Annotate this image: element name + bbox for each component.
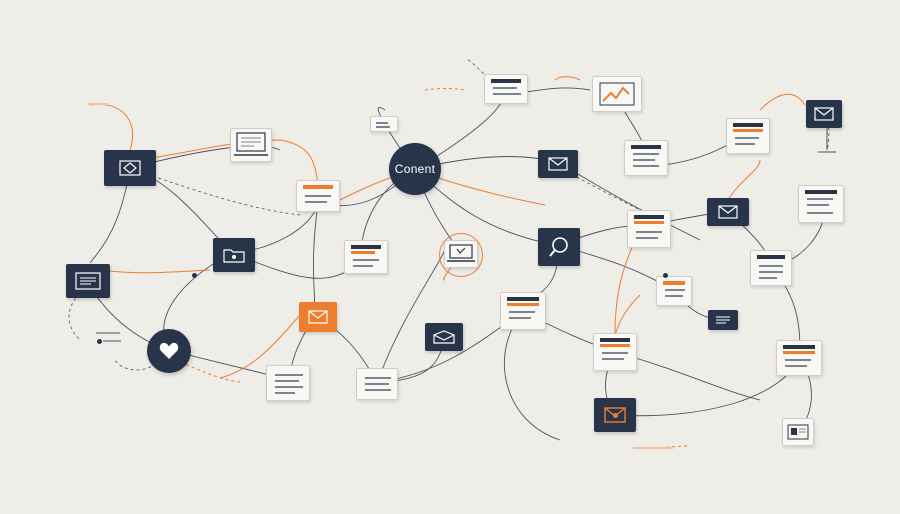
monitor-node[interactable] [230, 128, 272, 162]
dot-marker-3 [192, 273, 197, 278]
envelope-icon [718, 205, 738, 219]
card-dark-header-3[interactable] [624, 140, 668, 176]
center-hub-label: Conent [394, 162, 436, 176]
card-plain-1[interactable] [266, 365, 310, 401]
list-icon [715, 315, 731, 325]
dot-marker-1 [97, 339, 102, 344]
card-dark-header-1[interactable] [344, 240, 388, 274]
document-icon [75, 272, 101, 290]
chart-node[interactable] [592, 76, 642, 112]
heart-icon [159, 342, 179, 360]
diamond-frame-icon [119, 160, 141, 176]
card-plain-2[interactable] [356, 368, 398, 400]
diamond-node[interactable] [104, 150, 156, 186]
card-orange-header-1[interactable] [296, 180, 340, 212]
line-chart-icon [599, 82, 635, 106]
speech-note-card [370, 116, 398, 132]
tiny-scribble-2 [103, 340, 121, 342]
envelope-icon [308, 310, 328, 324]
card-dark-header-7[interactable] [500, 292, 546, 330]
id-card-node[interactable] [782, 418, 814, 446]
tiny-scribble-4 [88, 103, 108, 105]
search-icon [547, 235, 571, 259]
list-node[interactable] [708, 310, 738, 330]
envelope-node-right[interactable] [707, 198, 749, 226]
card-orange-header-4[interactable] [776, 340, 822, 376]
laptop-icon [447, 244, 475, 264]
envelope-icon [814, 107, 834, 121]
envelope-icon [548, 157, 568, 171]
card-dark-header-2[interactable] [484, 74, 528, 104]
folder-node[interactable] [213, 238, 255, 272]
folder-icon [223, 247, 245, 263]
card-orange-header-2[interactable] [726, 118, 770, 154]
open-envelope-icon [433, 330, 455, 344]
card-dark-header-6[interactable] [750, 250, 792, 286]
envelope-node-top[interactable] [538, 150, 578, 178]
envelope-node-orange[interactable] [299, 302, 337, 332]
tiny-scribble-1 [96, 332, 120, 334]
search-node[interactable] [538, 228, 580, 266]
center-hub-node[interactable]: Conent [389, 143, 441, 195]
card-dark-header-8[interactable] [593, 333, 637, 371]
envelope-node-corner[interactable] [806, 100, 842, 128]
heart-node[interactable] [147, 329, 191, 373]
satellite-dish-icon [812, 128, 842, 154]
laptop-node-circle[interactable] [444, 240, 478, 268]
monitor-icon [234, 132, 268, 158]
card-dark-header-5[interactable] [798, 185, 844, 223]
tiny-scribble-3 [633, 447, 673, 449]
document-node[interactable] [66, 264, 110, 298]
id-card-icon [787, 424, 809, 440]
card-orange-header-3[interactable] [656, 276, 692, 306]
envelope-open-node[interactable] [425, 323, 463, 351]
card-dark-header-4[interactable] [627, 210, 671, 248]
dot-marker-2 [663, 273, 668, 278]
dot-marker-4 [613, 413, 618, 418]
